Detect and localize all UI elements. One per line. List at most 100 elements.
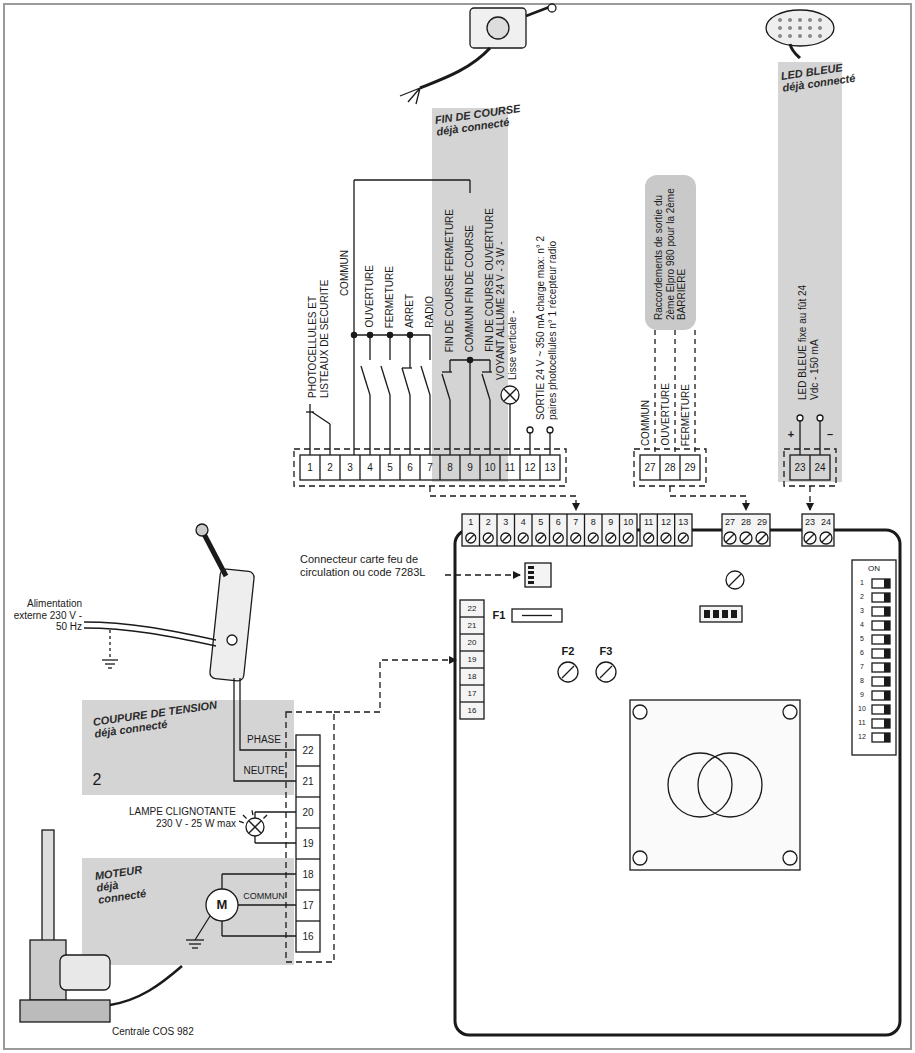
common-wire: [469, 180, 470, 193]
terminal-number: 11: [644, 517, 653, 527]
terminal-screw: [820, 532, 832, 544]
connector-pin: [528, 576, 534, 579]
potentiometer-slot: [729, 574, 741, 586]
terminal-screw: [501, 533, 511, 543]
lamp-ray: [243, 815, 247, 819]
terminal-label: SORTIE 24 V ~ 350 mA charge max: n° 2 pa…: [535, 230, 558, 420]
terminal-screw: [661, 533, 671, 543]
ground-symbol: [186, 939, 204, 940]
fuse-label: F1: [493, 609, 506, 622]
terminal-number: 19: [468, 655, 477, 664]
terminal-screw: [483, 533, 493, 543]
contact-blade: [361, 366, 370, 395]
terminal-divider: [499, 455, 500, 480]
actuator-base: [20, 1000, 110, 1022]
dip-number: 3: [860, 607, 864, 615]
terminal-divider: [479, 455, 480, 480]
terminal-number: 24: [814, 462, 825, 474]
fuse-holder: [558, 662, 578, 682]
dip-switch: [852, 560, 896, 755]
grey-band: LED BLEUE déjà connecté: [778, 62, 842, 482]
wire: [529, 433, 530, 455]
terminal-screw: [518, 533, 528, 543]
connector-pin: [798, 34, 802, 38]
dip-number: 5: [860, 635, 864, 643]
terminal-divider: [539, 455, 540, 480]
terminal-number: 5: [387, 462, 393, 474]
polarity-sign: +: [788, 428, 794, 441]
screw-slot: [680, 535, 686, 541]
wire: [329, 424, 330, 455]
lamp-label: LAMPE CLIGNOTANTE 230 V - 25 W max: [111, 806, 236, 829]
dashed-arrow: [445, 574, 520, 575]
terminal-divider: [549, 514, 550, 546]
terminal-circle: [797, 415, 803, 421]
connector-pin: [818, 26, 822, 30]
dip-number: 8: [860, 677, 864, 685]
terminal-divider: [496, 514, 497, 546]
wire: [254, 812, 255, 818]
dip-lever: [884, 677, 890, 686]
contact-blade: [312, 412, 330, 424]
pin-header: [700, 606, 742, 622]
cable: [790, 44, 800, 58]
dip-label: ON: [868, 564, 880, 573]
wire: [369, 395, 370, 455]
wire: [254, 836, 255, 843]
motor-symbol: [206, 889, 238, 921]
terminal-number: 19: [302, 838, 313, 850]
led-connector: [766, 10, 834, 46]
terminal-divider: [296, 858, 320, 859]
dip-number: 11: [858, 719, 865, 727]
terminal-number: 18: [468, 672, 477, 681]
terminal-divider: [296, 920, 320, 921]
terminal-screw: [644, 533, 654, 543]
wire: [449, 400, 450, 455]
screw-slot: [822, 534, 830, 542]
terminal-label: OUVERTURE: [660, 383, 672, 446]
dashed-arrow: [670, 486, 746, 510]
terminal-number: 10: [623, 517, 633, 527]
screw-slot: [608, 535, 614, 541]
screw-slot: [806, 534, 814, 542]
dip-lever: [884, 691, 890, 700]
terminal-number: 18: [302, 869, 313, 881]
terminal-divider: [439, 455, 440, 480]
dip-slot: [872, 705, 890, 714]
dip-lever: [884, 663, 890, 672]
terminal-number: 1: [307, 462, 313, 474]
signal-name: COMMUN: [243, 891, 285, 901]
wire: [449, 360, 450, 372]
rounded-box: Raccordements de sortie du 2ème Elpro 98…: [645, 175, 696, 330]
terminal-screw: [553, 533, 563, 543]
potentiometer: [726, 571, 744, 589]
terminal-number: 4: [367, 462, 373, 474]
terminal-number: 29: [684, 462, 695, 474]
dip-number: 4: [860, 621, 864, 629]
connector-pin: [778, 26, 782, 30]
terminal-divider: [399, 455, 400, 480]
dip-slot: [872, 649, 890, 658]
contact-tick: [402, 367, 412, 368]
connector-pin: [528, 571, 534, 574]
wire: [389, 395, 390, 455]
dip-slot: [872, 719, 890, 728]
terminal-number: 28: [664, 462, 675, 474]
terminal-number: 13: [678, 517, 688, 527]
terminal-number: 23: [794, 462, 805, 474]
dip-lever: [884, 649, 890, 658]
terminal-circle: [527, 427, 533, 433]
terminal-number: 21: [468, 621, 477, 630]
wire: [469, 360, 470, 455]
dip-lever: [884, 621, 890, 630]
terminal-label: ARRET: [404, 294, 416, 328]
screw-slot: [726, 534, 734, 542]
terminal-circle: [547, 427, 553, 433]
terminal-divider: [319, 455, 320, 480]
junction-dot: [467, 357, 472, 362]
screw-slot: [573, 535, 579, 541]
terminal-number: 13: [544, 462, 555, 474]
terminal-number: 1: [468, 517, 473, 527]
terminal-screw: [678, 533, 688, 543]
dip-slot: [872, 635, 890, 644]
